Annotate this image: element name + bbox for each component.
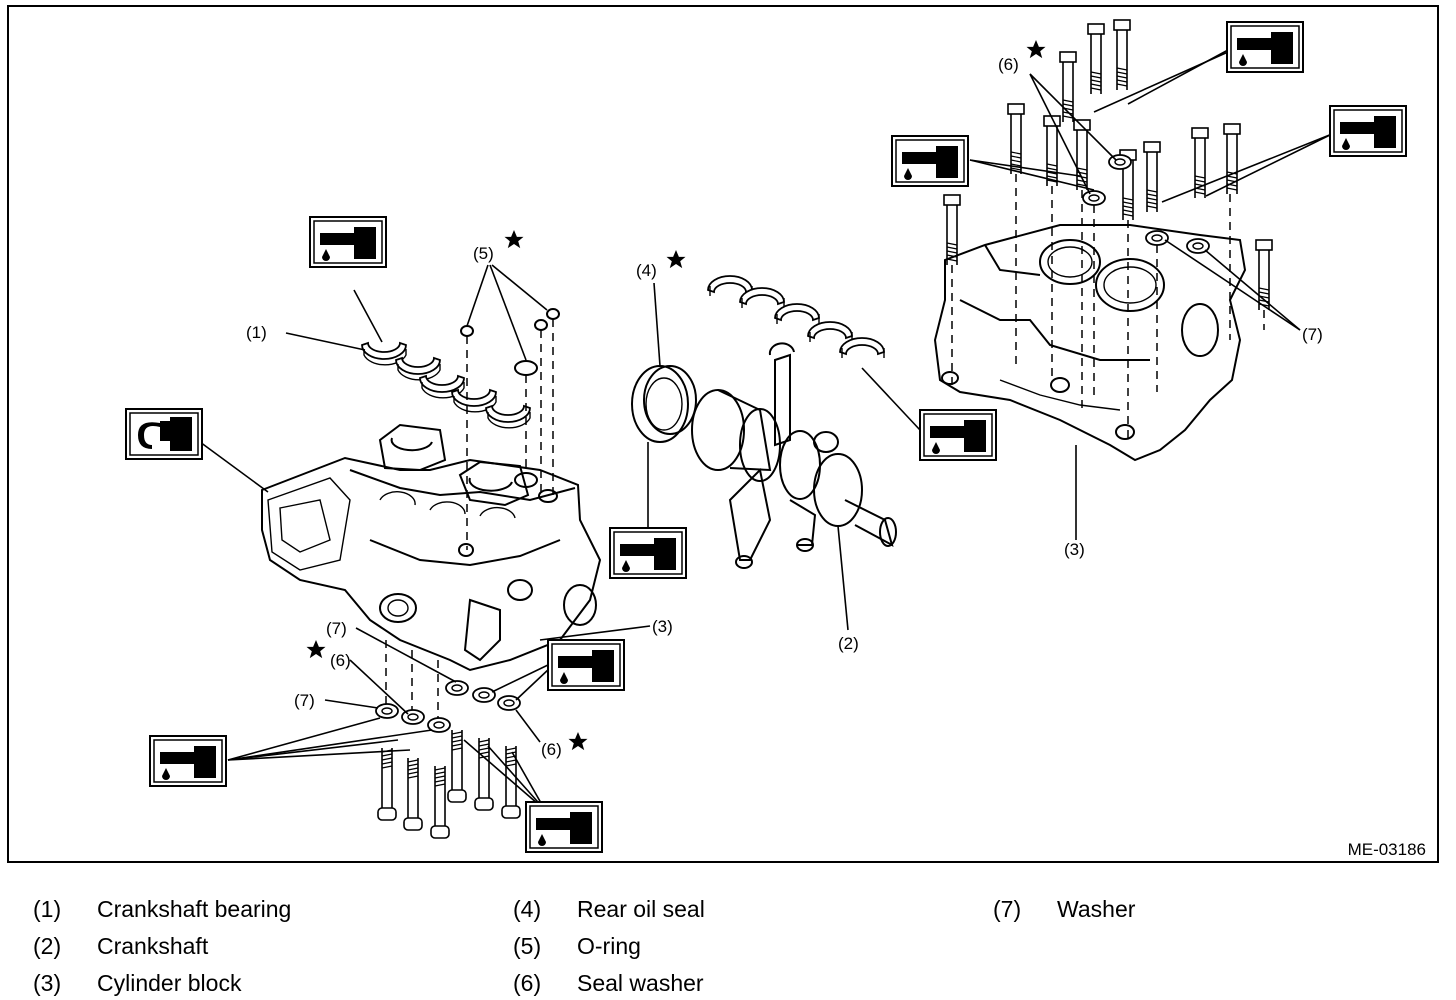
exploded-view-frame bbox=[7, 5, 1439, 863]
callout-2: (2) bbox=[838, 634, 859, 653]
callout-5: (5) bbox=[473, 244, 494, 263]
o-rings bbox=[460, 308, 560, 550]
callout-1: (1) bbox=[246, 323, 267, 342]
callout-3-left: (3) bbox=[652, 617, 673, 636]
legend-number: (1) bbox=[33, 896, 62, 922]
oil-icon bbox=[1329, 105, 1407, 157]
legend-label: Crankshaft bearing bbox=[97, 896, 292, 922]
rear-oil-seal bbox=[631, 365, 697, 443]
oil-icon bbox=[1226, 21, 1304, 73]
callout-7-right: (7) bbox=[1302, 325, 1323, 344]
lower-bolts bbox=[375, 640, 521, 839]
callout-6-right: (6) bbox=[998, 55, 1019, 74]
leader-lines bbox=[199, 49, 1333, 811]
upper-bolts bbox=[943, 19, 1273, 438]
sealant-icon bbox=[125, 408, 203, 460]
star-icon bbox=[306, 640, 326, 659]
callout-7-left: (7) bbox=[294, 691, 315, 710]
callout-3-right: (3) bbox=[1064, 540, 1085, 559]
star-icon bbox=[568, 732, 588, 751]
oil-icon bbox=[919, 409, 997, 461]
cylinder-block-right bbox=[933, 224, 1247, 462]
oil-icon bbox=[609, 527, 687, 579]
oil-icon bbox=[525, 801, 603, 853]
callout-7-top: (7) bbox=[326, 619, 347, 638]
legend-label: Seal washer bbox=[577, 970, 704, 996]
star-icon bbox=[1026, 40, 1046, 59]
legend-number: (2) bbox=[33, 933, 62, 959]
oil-icon bbox=[547, 639, 625, 691]
exploded-view-diagram: (1) (2) (3) (3) (4) (5) (6) (6) (6) (7) … bbox=[125, 19, 1426, 859]
upper-bearings bbox=[707, 275, 885, 359]
legend-label: O-ring bbox=[577, 933, 641, 959]
legend-number: (6) bbox=[513, 970, 542, 996]
figure-code: ME-03186 bbox=[1348, 840, 1426, 859]
oil-icon bbox=[891, 135, 969, 187]
crankshaft-bearings bbox=[361, 342, 531, 429]
legend-number: (7) bbox=[993, 896, 1022, 922]
cylinder-block-left bbox=[261, 423, 602, 672]
legend-label: Washer bbox=[1057, 896, 1136, 922]
legend-label: Cylinder block bbox=[97, 970, 242, 996]
oil-icon bbox=[149, 735, 227, 787]
legend-label: Rear oil seal bbox=[577, 896, 705, 922]
callout-labels: (1) (2) (3) (3) (4) (5) (6) (6) (6) (7) … bbox=[246, 55, 1323, 759]
oil-icon bbox=[309, 216, 387, 268]
callout-6-bottom: (6) bbox=[541, 740, 562, 759]
star-icon bbox=[666, 250, 686, 269]
oil-symbols bbox=[125, 21, 1407, 853]
crankshaft bbox=[691, 342, 897, 569]
legend-number: (3) bbox=[33, 970, 62, 996]
callout-6-left: (6) bbox=[330, 651, 351, 670]
parts-legend: (1) Crankshaft bearing (2) Crankshaft (3… bbox=[0, 880, 1456, 1000]
callout-4: (4) bbox=[636, 261, 657, 280]
legend-number: (5) bbox=[513, 933, 542, 959]
legend-label: Crankshaft bbox=[97, 933, 209, 959]
legend-number: (4) bbox=[513, 896, 542, 922]
star-icon bbox=[504, 230, 524, 249]
